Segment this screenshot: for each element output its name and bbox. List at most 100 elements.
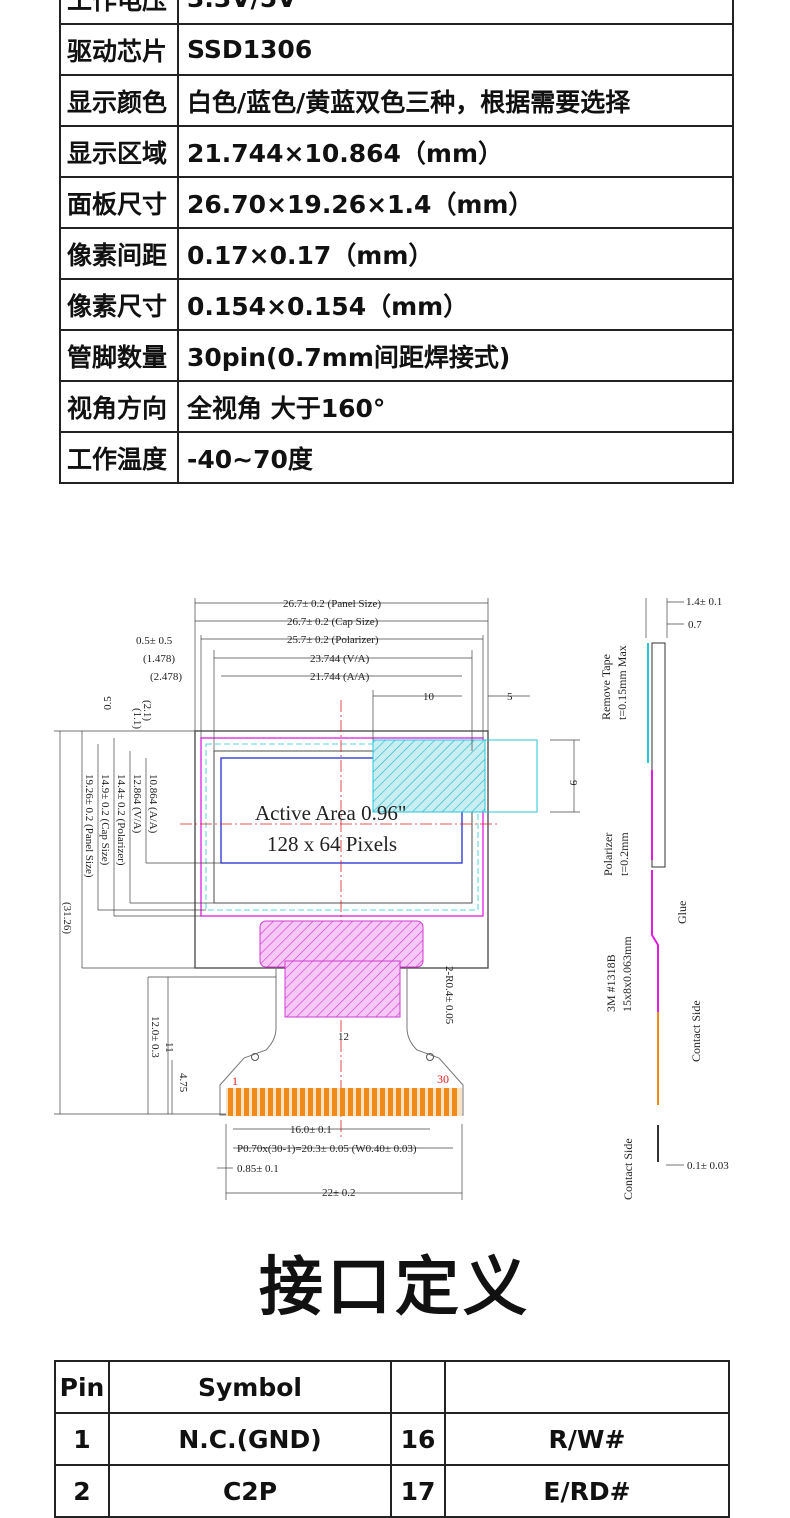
spec-value: 21.744×10.864（mm） [177, 125, 734, 178]
table-row: 2 C2P 17 E/RD# [54, 1464, 730, 1518]
side-glue: Glue [675, 901, 689, 924]
drawing-svg: 26.7± 0.2 (Panel Size) 26.7± 0.2 (Cap Si… [54, 596, 729, 1200]
spec-label: 像素尺寸 [59, 278, 179, 331]
mechanical-drawing: 26.7± 0.2 (Panel Size) 26.7± 0.2 (Cap Si… [40, 580, 760, 1220]
dim-v11: (1.1) [131, 708, 143, 729]
spec-value: 30pin(0.7mm间距焊接式) [177, 329, 734, 382]
spec-row: 工作温度-40~70度 [59, 431, 734, 484]
symbol2-header-cell [444, 1360, 730, 1414]
dim-polarizer: 25.7± 0.2 (Polarizer) [287, 634, 379, 646]
symbol-header-cell: Symbol [108, 1360, 392, 1414]
dim-475: 4.75 [177, 1073, 189, 1093]
fpc-contacts [226, 1088, 462, 1116]
spec-row: 显示颜色白色/蓝色/黄蓝双色三种，根据需要选择 [59, 74, 734, 127]
dim-22: 22± 0.2 [322, 1187, 356, 1199]
pin-number: 2 [54, 1464, 110, 1518]
spec-row: 视角方向全视角 大于160° [59, 380, 734, 433]
pin-first-label: 1 [232, 1074, 238, 1088]
dim-085: 0.85± 0.1 [237, 1163, 279, 1175]
pin-number: 16 [390, 1412, 446, 1466]
spec-label: 工作电压 [59, 0, 179, 25]
dim-05: 0.5± 0.5 [136, 635, 173, 647]
dim-v1926: 19.26± 0.2 (Panel Size) [83, 774, 95, 878]
dim-va: 23.744 (V/A) [310, 653, 370, 665]
dim-v21: (2.1) [141, 700, 153, 721]
dim-v05: 0.5 [102, 696, 114, 710]
dim-pitch: P0.70x(30-1)=20.3± 0.05 (W0.40± 0.03) [237, 1143, 417, 1155]
spec-value: SSD1306 [177, 23, 734, 76]
spec-label: 视角方向 [59, 380, 179, 433]
pin-symbol: E/RD# [444, 1464, 730, 1518]
dim-aa: 21.744 (A/A) [310, 671, 370, 683]
pin-number: 1 [54, 1412, 110, 1466]
spec-value: 3.3V/5V [177, 0, 734, 25]
table-row: 1 N.C.(GND) 16 R/W# [54, 1412, 730, 1466]
cyan-extension [484, 739, 538, 813]
dim-v12864: 12.864 (V/A) [131, 774, 143, 834]
dim-1478: (1.478) [143, 653, 175, 665]
spec-label: 显示颜色 [59, 74, 179, 127]
dim-5: 5 [507, 691, 513, 703]
fpc-hole-right [426, 1053, 434, 1061]
side-polarizer-t: t=0.2mm [617, 832, 631, 876]
side-contact-2: Contact Side [621, 1138, 635, 1200]
spec-label: 管脚数量 [59, 329, 179, 382]
dim-160: 16.0± 0.1 [290, 1124, 332, 1136]
spec-value: -40~70度 [177, 431, 734, 484]
dim-v10864: 10.864 (A/A) [147, 774, 159, 834]
dim-v144: 14.4± 0.2 (Polarizer) [115, 774, 127, 866]
side-dim-01: 0.1± 0.03 [687, 1160, 729, 1172]
cyan-hatch [372, 739, 486, 813]
polarizer-outline [200, 737, 484, 917]
spec-label: 像素间距 [59, 227, 179, 280]
spec-row: 工作电压3.3V/5V [59, 0, 734, 25]
active-area-label: Active Area 0.96" [255, 801, 406, 825]
pin-header-cell: Pin [54, 1360, 110, 1414]
fpc-cover [259, 920, 424, 968]
dim-120: 12.0± 0.3 [149, 1016, 161, 1058]
side-remove-tape-t: t=0.15mm Max [615, 645, 629, 720]
dim-12: 12 [338, 1031, 349, 1043]
spec-value: 0.154×0.154（mm） [177, 278, 734, 331]
side-3m-size: 15x8x0.063mm [620, 936, 634, 1012]
side-polarizer: Polarizer [601, 833, 615, 876]
pin2-header-cell [390, 1360, 446, 1414]
spec-value: 0.17×0.17（mm） [177, 227, 734, 280]
side-3m: 3M #1318B [604, 954, 618, 1012]
pixel-count-label: 128 x 64 Pixels [267, 832, 397, 856]
pin-table-header: Pin Symbol [54, 1360, 730, 1414]
dim-v149: 14.9± 0.2 (Cap Size) [99, 774, 111, 866]
dim-2478: (2.478) [150, 671, 182, 683]
dim-v3126: (31.26) [61, 902, 73, 934]
pin-table: Pin Symbol 1 N.C.(GND) 16 R/W# 2 C2P 17 … [54, 1360, 730, 1518]
spec-value: 白色/蓝色/黄蓝双色三种，根据需要选择 [177, 74, 734, 127]
dim-r04: 2-R0.4± 0.05 [443, 966, 455, 1025]
dim-11: 11 [163, 1042, 175, 1053]
pin-symbol: C2P [108, 1464, 392, 1518]
cap-outline [205, 743, 479, 911]
side-view [645, 598, 684, 1166]
dim-cap-size: 26.7± 0.2 (Cap Size) [287, 616, 379, 628]
pin-symbol: N.C.(GND) [108, 1412, 392, 1466]
va-outline [213, 750, 473, 904]
spec-label: 驱动芯片 [59, 23, 179, 76]
pin-last-label: 30 [437, 1072, 449, 1086]
side-dim-07: 0.7 [688, 619, 702, 631]
dim-panel-size: 26.7± 0.2 (Panel Size) [283, 598, 381, 610]
side-remove-tape: Remove Tape [599, 654, 613, 720]
spec-value: 26.70×19.26×1.4（mm） [177, 176, 734, 229]
spec-value: 全视角 大于160° [177, 380, 734, 433]
spec-label: 显示区域 [59, 125, 179, 178]
pin-symbol: R/W# [444, 1412, 730, 1466]
section-heading: 接口定义 [259, 1251, 531, 1325]
spec-label: 工作温度 [59, 431, 179, 484]
fpc-hole-left [251, 1053, 259, 1061]
side-dim-14: 1.4± 0.1 [686, 596, 722, 608]
dim-10: 10 [423, 691, 435, 703]
